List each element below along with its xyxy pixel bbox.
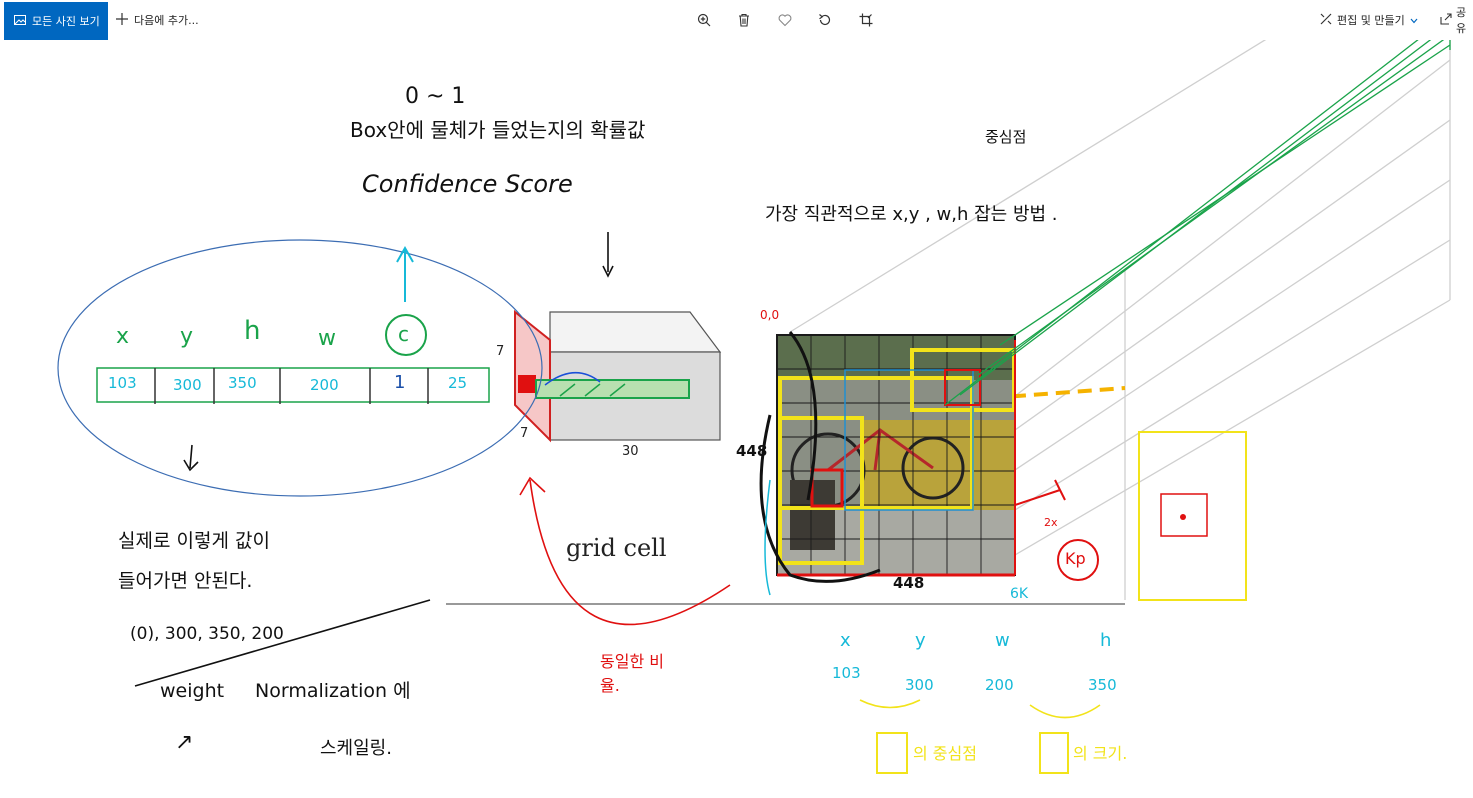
heart-icon[interactable]	[775, 10, 795, 30]
header-y: y	[180, 324, 194, 349]
coord-w-label: w	[995, 630, 1010, 651]
actual-values-text: (0), 300, 350, 200	[130, 624, 284, 644]
image-width-label: 448	[893, 574, 925, 592]
confidence-score-text: Confidence Score	[362, 170, 573, 198]
dim-mark-text: 2x	[1044, 516, 1058, 529]
coord-y-label: y	[915, 630, 926, 651]
value-extra: 25	[448, 374, 468, 392]
header-c: c	[398, 322, 409, 346]
photos-toolbar: 모든 사진 보기 다음에 추가... 편집 및 만들기 공유	[0, 0, 1473, 40]
confidence-circle	[385, 314, 427, 356]
header-h: h	[244, 316, 261, 346]
edit-create-button[interactable]: 편집 및 만들기	[1320, 10, 1418, 30]
scaling-text: 스케일링.	[320, 738, 392, 759]
grid-cell-caption: grid cell	[566, 534, 667, 562]
black-bracket-strokes	[759, 331, 881, 583]
highlight-ellipse	[57, 239, 543, 497]
coord-h-value: 350	[1088, 676, 1117, 694]
weight-text: weight	[160, 680, 225, 702]
cyan-bracket-stroke	[764, 479, 771, 596]
intuitive-method-text: 가장 직관적으로 x,y , w,h 잡는 방법 .	[765, 204, 1058, 225]
red-target-box	[1160, 493, 1208, 537]
up-arrow-cyan	[396, 245, 414, 302]
size-placeholder-box	[1039, 732, 1069, 774]
green-projection-lines	[944, 40, 1451, 406]
add-to-label: 다음에 추가...	[134, 14, 199, 27]
all-photos-button[interactable]: 모든 사진 보기	[4, 2, 108, 40]
chevron-down-icon	[1410, 14, 1418, 27]
all-photos-label: 모든 사진 보기	[32, 15, 100, 28]
photo-canvas: 7 7 30 grid cell 0,0 448 448 0 ~ 1 Box안에…	[0, 40, 1473, 798]
center-of-text: 의 중심점	[913, 744, 977, 763]
tensor-dim-left: 7	[520, 426, 529, 441]
header-w: w	[318, 326, 336, 351]
center-placeholder-box	[876, 732, 908, 774]
annotation-layer	[57, 40, 1451, 774]
tensor-block	[514, 309, 722, 443]
grid-photo	[777, 335, 1015, 575]
actual-value-line2: 들어가면 안된다.	[118, 570, 253, 592]
tensor-dim-depth: 30	[622, 444, 639, 459]
kp-text: Kp	[1065, 549, 1086, 568]
value-x: 103	[108, 374, 137, 392]
tensor-dim-top: 7	[496, 344, 505, 359]
value-y: 300	[173, 376, 202, 394]
origin-label: 0,0	[760, 308, 780, 322]
value-c: 1	[394, 372, 406, 393]
range-text: 0 ~ 1	[405, 84, 466, 109]
background-perspective-lines	[789, 40, 1451, 600]
center-point-text: 중심점	[985, 128, 1027, 146]
yellow-target-box	[1138, 431, 1247, 601]
output-vector-box	[96, 314, 490, 404]
coord-y-value: 300	[905, 676, 934, 694]
relative-ratio-text: 동일한 비율.	[600, 652, 664, 695]
size-of-text: 의 크기.	[1073, 744, 1128, 763]
zoom-in-icon[interactable]	[694, 10, 714, 30]
arrow-glyph: ↗	[175, 730, 194, 755]
value-h: 350	[228, 374, 257, 392]
edit-create-label: 편집 및 만들기	[1337, 14, 1405, 27]
underline-stroke	[134, 599, 431, 687]
down-arrow-black	[602, 232, 614, 278]
target-center-dot	[1180, 514, 1186, 520]
image-height-label: 448	[736, 442, 768, 460]
down-arrow-small	[183, 444, 199, 472]
delete-icon[interactable]	[734, 10, 754, 30]
coord-w-value: 200	[985, 676, 1014, 694]
header-x: x	[116, 324, 130, 349]
share-button[interactable]: 공유	[1440, 6, 1473, 35]
yellow-braces	[859, 699, 1101, 719]
actual-value-line1: 실제로 이렇게 값이	[118, 530, 270, 552]
share-icon	[1440, 12, 1452, 28]
rotate-icon[interactable]	[815, 10, 835, 30]
crop-icon[interactable]	[856, 10, 876, 30]
red-curved-arrow	[519, 476, 731, 626]
plus-icon	[116, 12, 128, 28]
red-dim-mark	[1014, 479, 1066, 506]
add-to-button[interactable]: 다음에 추가...	[116, 10, 199, 30]
coord-x-label: x	[840, 630, 851, 651]
coord-h-label: h	[1100, 630, 1112, 651]
photo-icon	[14, 14, 26, 29]
box-probability-text: Box안에 물체가 들었는지의 확률값	[350, 118, 646, 142]
bounding-boxes	[777, 340, 1016, 577]
value-w: 200	[310, 376, 339, 394]
edit-create-icon	[1320, 13, 1332, 28]
share-label: 공유	[1456, 6, 1467, 35]
sixk-text: 6K	[1010, 586, 1029, 602]
coord-x-value: 103	[832, 664, 861, 682]
kp-circle	[1057, 539, 1099, 581]
normalization-text: Normalization 에	[255, 680, 411, 702]
